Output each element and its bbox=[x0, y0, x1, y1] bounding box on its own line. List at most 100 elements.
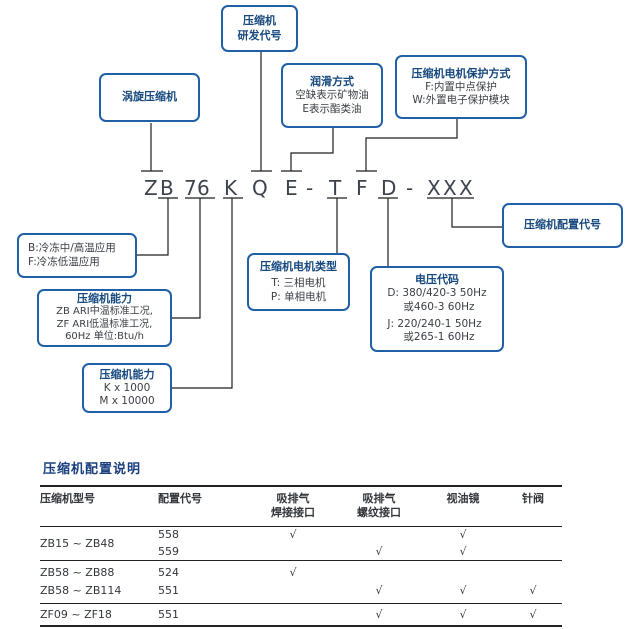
callout-line: 60Hz 单位:Btu/h bbox=[65, 331, 144, 343]
callout-title: 压缩机能力 bbox=[77, 291, 132, 305]
model-code-char-K: K bbox=[224, 176, 238, 200]
cell-welded-check: √ bbox=[250, 559, 336, 582]
table-row: ZF09 ~ ZF18 551 √ √ √ bbox=[40, 602, 562, 626]
cell-threaded-check: √ bbox=[375, 584, 383, 598]
cell-code: 551 bbox=[158, 584, 179, 598]
cell-model: ZB58 ~ ZB88 bbox=[40, 559, 158, 582]
connector-76-to-capacity-standard bbox=[172, 197, 215, 319]
table-row: ZB15 ~ ZB48 558 √ √ bbox=[40, 526, 562, 549]
callout-line: F:内置中点保护 bbox=[425, 80, 497, 93]
cell-needle-check: √ bbox=[504, 602, 562, 626]
callout-capacity-standard: 压缩机能力 ZB ARI中温标准工况, ZF ARI低温标准工况, 60Hz 单… bbox=[37, 289, 172, 347]
callout-line: M x 10000 bbox=[99, 395, 155, 408]
cell-welded-check bbox=[250, 602, 336, 626]
callout-config-code: 压缩机配置代号 bbox=[502, 203, 623, 248]
config-table: 压缩机型号 配置代号 吸排气 焊接接口 吸排气 螺纹接口 视油镜 针阀 ZB15… bbox=[40, 485, 562, 627]
callout-title: 涡旋压缩机 bbox=[122, 90, 177, 104]
callout-voltage-code: 电压代码 D: 380/420-3 50Hz 或460-3 60Hz J: 22… bbox=[370, 266, 504, 352]
callout-line: J: 220/240-1 50Hz bbox=[387, 318, 482, 331]
cell-model: ZF09 ~ ZF18 bbox=[40, 602, 158, 626]
cell-code: 558 bbox=[158, 528, 179, 542]
callout-line: ZF ARI低温标准工况, bbox=[56, 318, 153, 330]
connector-K-to-capacity-multiplier bbox=[172, 197, 243, 389]
cell-threaded-check bbox=[336, 559, 422, 582]
callout-line: W:外置电子保护模块 bbox=[412, 94, 510, 107]
model-code-char-T: T bbox=[329, 176, 342, 200]
cell-needle-check bbox=[504, 526, 562, 543]
model-code-char-F: F bbox=[356, 176, 368, 200]
model-code-char-7: 7 bbox=[184, 176, 197, 200]
cell-code: 551 bbox=[158, 602, 250, 626]
callout-line: 或460-3 60Hz bbox=[403, 300, 475, 313]
callout-line: D: 380/420-3 50Hz bbox=[387, 287, 487, 300]
callout-title: 压缩机配置代号 bbox=[524, 218, 601, 232]
model-code-char-dash1: - bbox=[306, 176, 314, 200]
cell-threaded-check: √ bbox=[375, 544, 383, 558]
callout-line: F:冷冻低温应用 bbox=[28, 255, 100, 268]
callout-line: ZB ARI中温标准工况, bbox=[56, 305, 153, 317]
column-header-needle-valve: 针阀 bbox=[504, 486, 562, 527]
cell-threaded-check: √ bbox=[336, 602, 422, 626]
connector-scroll-to-Z bbox=[141, 123, 163, 172]
callout-title: 压缩机电机保护方式 bbox=[411, 66, 511, 80]
callout-capacity-multiplier: 压缩机能力 K x 1000 M x 10000 bbox=[82, 363, 172, 413]
model-code-char-X1: X bbox=[427, 176, 441, 200]
table-row: ZB58 ~ ZB88 524 √ bbox=[40, 559, 562, 582]
callout-line: E表示酯类油 bbox=[302, 102, 362, 115]
column-header-threaded: 吸排气 螺纹接口 bbox=[336, 486, 422, 527]
callout-application: B:冷冻中/高温应用 F:冷冻低温应用 bbox=[17, 233, 137, 278]
table-header-row: 压缩机型号 配置代号 吸排气 焊接接口 吸排气 螺纹接口 视油镜 针阀 bbox=[40, 486, 562, 527]
table-row: 559 √ √ bbox=[40, 543, 562, 560]
model-code-char-B: B bbox=[160, 176, 174, 200]
cell-sight-check: √ bbox=[459, 544, 467, 558]
callout-motor-protection: 压缩机电机保护方式 F:内置中点保护 W:外置电子保护模块 bbox=[395, 55, 527, 119]
config-table-title: 压缩机配置说明 bbox=[43, 462, 142, 477]
model-code-char-D: D bbox=[381, 176, 397, 200]
callout-scroll-compressor: 涡旋压缩机 bbox=[99, 73, 200, 122]
column-header-model: 压缩机型号 bbox=[40, 486, 158, 527]
callout-line: T: 三相电机 bbox=[271, 277, 326, 290]
callout-title: 研发代号 bbox=[237, 28, 282, 42]
cell-threaded-check bbox=[336, 526, 422, 543]
cell-sight-check bbox=[422, 559, 504, 582]
callout-line: 或265-1 60Hz bbox=[403, 331, 475, 344]
connector-D-to-voltage bbox=[378, 197, 398, 266]
cell-sight-check: √ bbox=[459, 584, 467, 598]
callout-line: K x 1000 bbox=[103, 381, 151, 394]
connector-lubrication-to-E bbox=[281, 128, 334, 172]
callout-line: B:冷冻中/高温应用 bbox=[28, 242, 116, 255]
cell-code: 559 bbox=[158, 544, 179, 558]
callout-rd-code: 压缩机 研发代号 bbox=[221, 5, 298, 52]
cell-model: ZB58 ~ ZB114 bbox=[40, 584, 122, 598]
callout-title: 电压代码 bbox=[415, 273, 459, 287]
model-code-char-Q: Q bbox=[252, 176, 268, 200]
cell-needle-check bbox=[504, 543, 562, 560]
connector-T-to-motor-type bbox=[327, 197, 347, 253]
callout-title: 压缩机 bbox=[243, 14, 276, 28]
cell-welded-check bbox=[250, 543, 336, 560]
connector-rd-to-Q bbox=[251, 51, 272, 172]
voltage-options: D: 380/420-3 50Hz 或460-3 60Hz J: 220/240… bbox=[387, 287, 486, 345]
column-header-code: 配置代号 bbox=[158, 486, 250, 527]
cell-sight-check: √ bbox=[459, 528, 467, 542]
cell-sight-check: √ bbox=[422, 602, 504, 626]
cell-model: ZB15 ~ ZB48 bbox=[40, 536, 115, 550]
model-code-char-6: 6 bbox=[197, 176, 210, 200]
cell-welded-check bbox=[250, 582, 336, 603]
callout-title: 润滑方式 bbox=[310, 75, 354, 89]
cell-needle-check: √ bbox=[529, 584, 537, 598]
model-code-char-Z: Z bbox=[144, 176, 158, 200]
table-row: ZB58 ~ ZB114 551 √ √ √ bbox=[40, 582, 562, 603]
connector-B-to-application bbox=[137, 197, 178, 256]
callout-lubrication: 润滑方式 空缺表示矿物油 E表示酯类油 bbox=[281, 63, 383, 128]
model-code-char-X3: X bbox=[459, 176, 473, 200]
callout-line: 空缺表示矿物油 bbox=[295, 89, 369, 102]
callout-title: 压缩机电机类型 bbox=[260, 260, 337, 274]
model-code-char-X2: X bbox=[443, 176, 457, 200]
callout-motor-type: 压缩机电机类型 T: 三相电机 P: 单相电机 bbox=[247, 253, 350, 311]
callout-title: 压缩机能力 bbox=[99, 367, 155, 381]
column-header-sight-glass: 视油镜 bbox=[422, 486, 504, 527]
column-header-welded: 吸排气 焊接接口 bbox=[250, 486, 336, 527]
cell-needle-check bbox=[504, 559, 562, 582]
